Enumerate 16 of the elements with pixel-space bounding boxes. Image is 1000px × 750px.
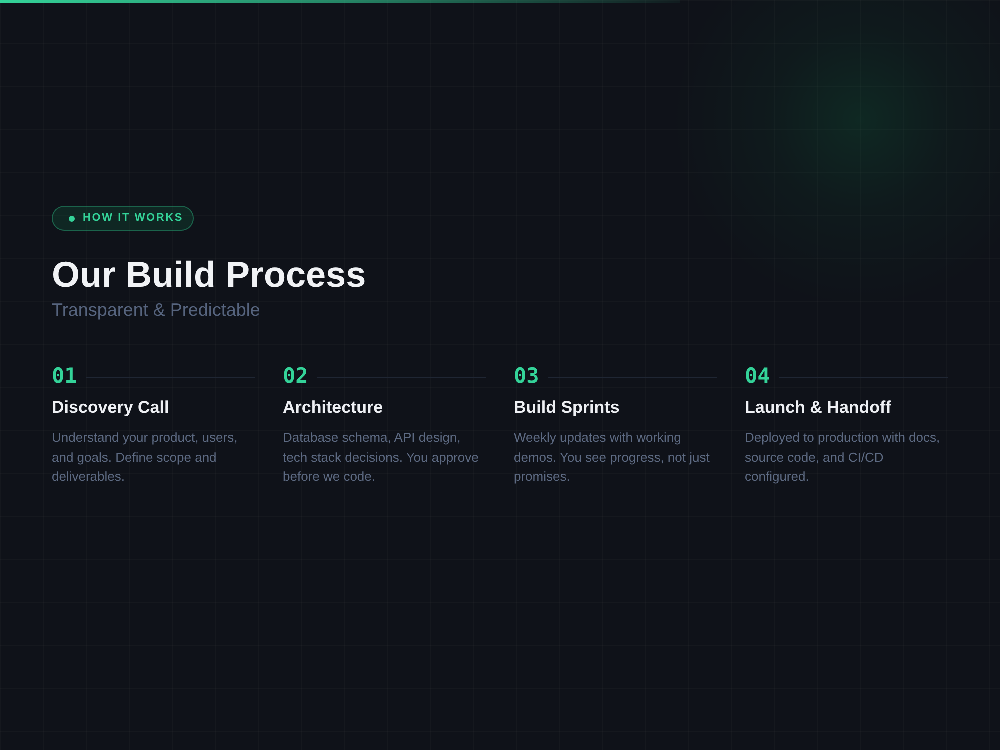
badge-label: HOW IT WORKS: [83, 212, 184, 225]
step-number: 04: [745, 364, 770, 389]
step-number: 03: [514, 364, 540, 389]
step-number: 01: [52, 364, 78, 389]
step-description: Deployed to production with docs, source code, and CI/CD configured.: [745, 429, 942, 486]
step-number: 02: [283, 364, 308, 389]
step-description: Weekly updates with working demos. You see progress, not just promises.: [514, 429, 711, 486]
step-title: Architecture: [283, 398, 384, 418]
step-description: Understand your product, users, and goals. Define scope and deliverables.: [52, 429, 239, 486]
page-title: Our Build Process: [52, 255, 366, 295]
page-subtitle: Transparent & Predictable: [52, 299, 260, 321]
section-badge: [52, 206, 194, 231]
step-title: Discovery Call: [52, 398, 170, 418]
step-title: Build Sprints: [514, 398, 620, 418]
step-title: Launch & Handoff: [745, 398, 892, 418]
step-description: Database schema, API design, tech stack decisions. You approve before we code.: [283, 429, 480, 486]
